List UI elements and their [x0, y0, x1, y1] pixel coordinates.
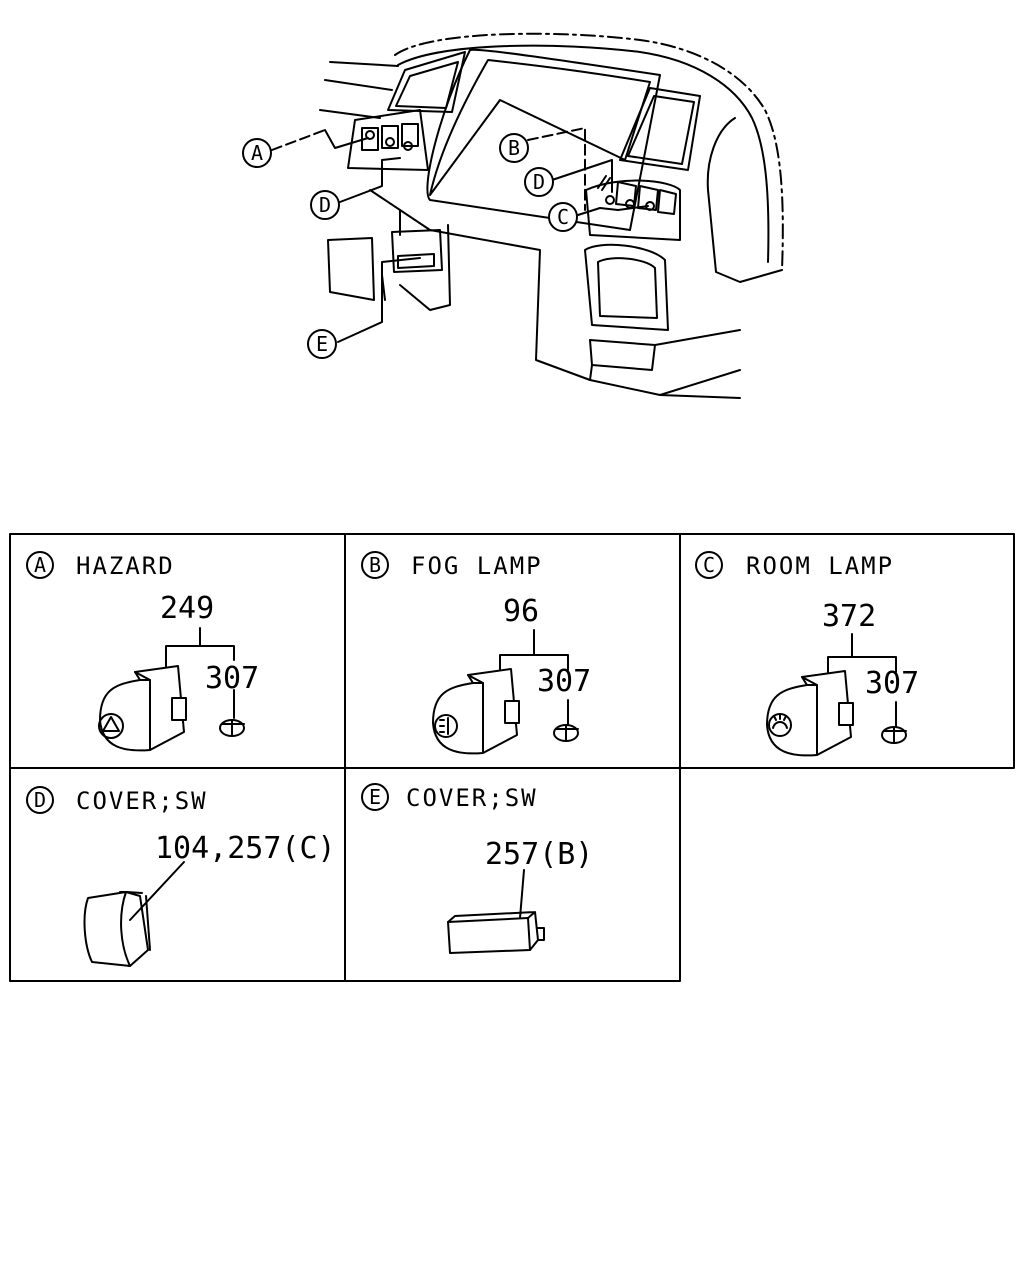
- panel-a-part-bulb: 307: [205, 661, 259, 696]
- hazard-triangle-icon: [103, 717, 119, 731]
- panel-c-bulb-icon: [882, 727, 906, 743]
- dash-top-outline-inner: [398, 46, 768, 262]
- panel-b-title: FOG LAMP: [411, 552, 543, 580]
- panel-e-leader: [520, 870, 524, 918]
- panel-a-part-main: 249: [160, 591, 214, 626]
- left-switch-2: [382, 126, 398, 148]
- leader-c: [578, 206, 648, 215]
- left-switch-dot-2: [386, 138, 394, 146]
- panel-c-part-bulb: 307: [865, 666, 919, 701]
- leader-d-right: [552, 160, 612, 192]
- left-switch-dot-1: [366, 131, 374, 139]
- fog-lamp-switch-drawing: [433, 669, 519, 753]
- panel-b-part-bulb: 307: [537, 664, 591, 699]
- callout-c-letter: C: [557, 205, 569, 229]
- left-switch-3: [402, 124, 418, 146]
- left-lower-vent: [328, 238, 374, 300]
- console-right-shape: [585, 245, 668, 330]
- panel-b-part-main: 96: [503, 594, 539, 629]
- leader-d-left: [340, 158, 400, 202]
- leader-a: [272, 130, 325, 150]
- panel-hazard: A HAZARD 249 307: [27, 552, 259, 750]
- room-lamp-switch-drawing: [767, 671, 853, 755]
- callout-e: E: [308, 330, 336, 358]
- callout-e-letter: E: [316, 332, 328, 356]
- panel-b-bulb-icon: [554, 725, 578, 741]
- switch-cover-drawing: [85, 892, 150, 966]
- leader-b: [528, 128, 585, 210]
- center-screen: [430, 60, 650, 195]
- right-switch-dot-1: [606, 196, 614, 204]
- panel-c-bracket: [828, 634, 896, 726]
- panel-d-title: COVER;SW: [76, 787, 208, 815]
- panel-e-title: COVER;SW: [406, 784, 538, 812]
- panel-a-title: HAZARD: [76, 552, 175, 580]
- console-floor-lines: [590, 330, 740, 395]
- callout-c: C: [549, 203, 577, 231]
- callout-a: A: [243, 139, 271, 167]
- panel-e-part-main: 257(B): [485, 837, 593, 872]
- left-gauge-window-inner: [396, 62, 458, 108]
- dashboard-overview-illustration: A D B D C E: [0, 0, 1024, 420]
- callout-d-left-letter: D: [319, 193, 331, 217]
- center-hood: [427, 50, 660, 230]
- callout-d-right: D: [525, 168, 553, 196]
- callout-d-right-letter: D: [533, 170, 545, 194]
- panel-d-part-main: 104,257(C): [155, 831, 336, 866]
- right-gauge-window-inner: [628, 96, 694, 164]
- dash-top-outline: [395, 34, 783, 270]
- callout-a-letter: A: [251, 141, 263, 165]
- leader-a-solid: [325, 130, 368, 148]
- table-grid: [10, 534, 1014, 981]
- left-switch-dot-3: [404, 142, 412, 150]
- callout-b: B: [500, 134, 528, 162]
- callout-b-letter: B: [508, 136, 520, 160]
- panel-cover-sw-e: E COVER;SW 257(B): [362, 784, 593, 953]
- hazard-switch-drawing: [99, 666, 186, 750]
- panel-e-letter: E: [369, 785, 381, 809]
- dash-right-edge: [708, 118, 782, 282]
- cover-blank-drawing: [448, 912, 544, 953]
- left-gauge-window: [388, 52, 465, 112]
- panel-a-bracket: [166, 628, 234, 718]
- callout-d-left: D: [311, 191, 339, 219]
- panel-d-letter: D: [34, 788, 46, 812]
- right-gauge-window: [620, 88, 700, 170]
- panel-b-bracket: [500, 630, 568, 724]
- panel-d-leader: [130, 862, 184, 920]
- e-switch-block: [392, 230, 442, 272]
- dash-left-strips: [320, 62, 398, 118]
- panel-c-part-main: 372: [822, 599, 876, 634]
- panel-c-title: ROOM LAMP: [746, 552, 894, 580]
- panel-cover-sw-d: D COVER;SW 104,257(C): [27, 787, 336, 966]
- panel-a-letter: A: [34, 553, 46, 577]
- fog-lamp-icon: [435, 715, 457, 737]
- panel-room-lamp: C ROOM LAMP 372 307: [696, 552, 919, 755]
- right-cluster-panel: [586, 181, 680, 240]
- console-right-inner: [598, 258, 657, 318]
- panel-c-letter: C: [703, 553, 715, 577]
- left-cluster-panel: [348, 110, 428, 170]
- leader-e: [338, 258, 420, 342]
- console-lower-box: [590, 340, 655, 370]
- panel-fog-lamp: B FOG LAMP 96 307: [362, 552, 591, 753]
- panel-b-letter: B: [369, 553, 381, 577]
- panel-a-bulb-icon: [220, 720, 244, 736]
- right-switch-shading: [598, 176, 610, 190]
- e-switch-inner: [398, 254, 434, 268]
